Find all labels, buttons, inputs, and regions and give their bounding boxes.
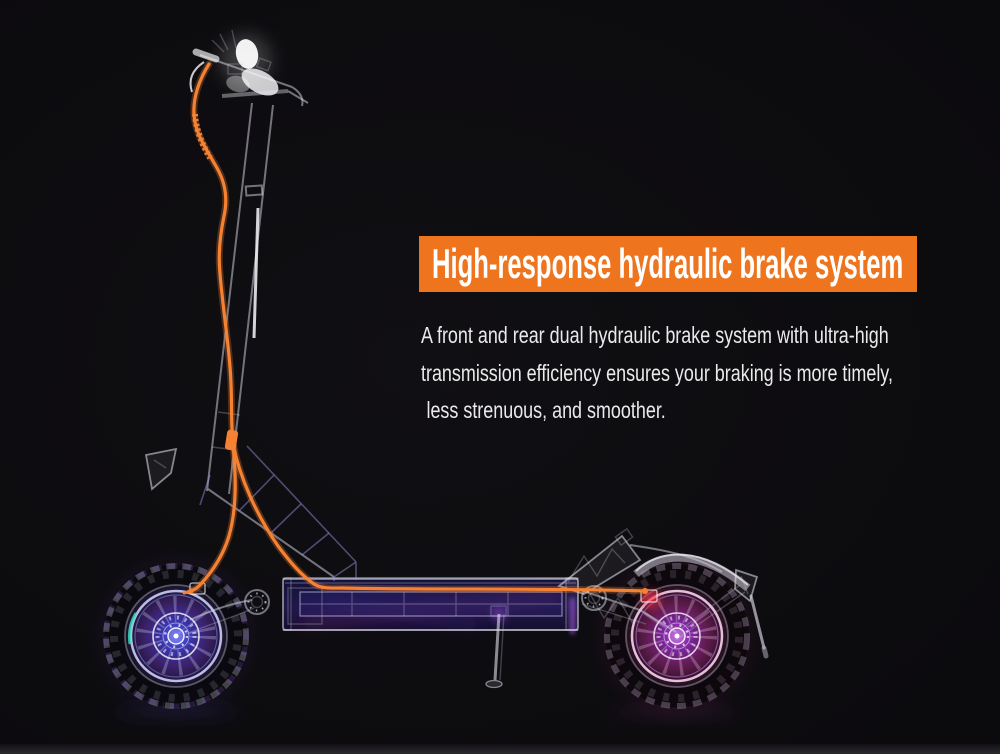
- headlight: [235, 39, 259, 69]
- cable-junction: [224, 429, 239, 451]
- floor-edge: [0, 744, 1000, 754]
- brake-disc: [152, 612, 200, 660]
- rear-fender: [633, 553, 751, 592]
- brake-lever: [189, 61, 205, 93]
- left-grip: [192, 48, 220, 63]
- description-line-1: A front and rear dual hydraulic brake sy…: [421, 322, 889, 348]
- rear-frame: [557, 527, 769, 659]
- description-line-2: transmission efficiency ensures your bra…: [421, 359, 893, 386]
- brake-disc: [653, 612, 701, 660]
- tail-reflector: [734, 568, 759, 603]
- front-wheel: [88, 548, 264, 724]
- description-line-3: less strenuous, and smoother.: [426, 397, 666, 423]
- front-pivot: [244, 589, 270, 615]
- stem: [199, 102, 274, 506]
- folding-frame: [144, 445, 357, 635]
- rim-accent: [127, 612, 138, 645]
- mudflap-rod: [749, 594, 766, 650]
- handlebar: [189, 29, 309, 107]
- kickstand: [485, 605, 507, 689]
- front-hook: [144, 447, 178, 491]
- spokes: [136, 596, 216, 676]
- spokes: [637, 596, 717, 676]
- hydraulic-brake-lines: [182, 64, 648, 595]
- headline-banner: High-response hydraulic brake system: [419, 236, 917, 292]
- headline-text: High-response hydraulic brake system: [432, 240, 904, 287]
- description: A front and rear dual hydraulic brake sy…: [421, 317, 893, 430]
- rear-caliper-glow: [641, 590, 661, 610]
